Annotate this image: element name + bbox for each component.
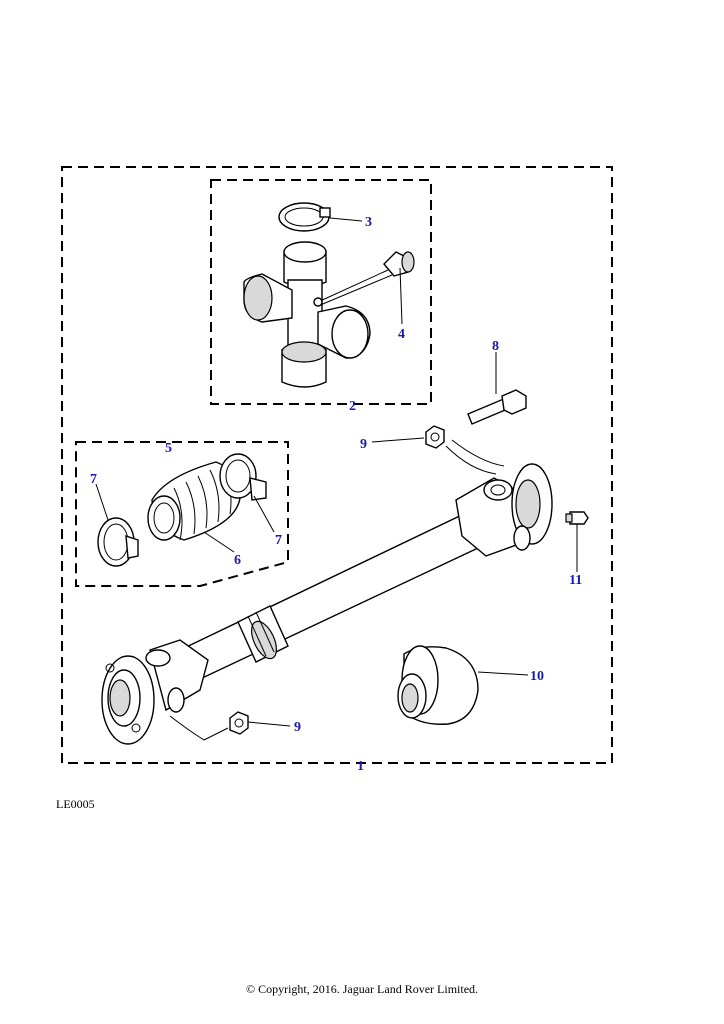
ujoint-kit-boundary [210,179,432,405]
callout-9-lower: 9 [294,720,301,735]
assembly-boundary [61,166,613,764]
gaiter-part[interactable] [147,461,241,541]
callout-9-upper: 9 [360,437,367,452]
callout-4: 4 [398,327,405,342]
callout-3: 3 [365,215,372,230]
grease-nipple-small-part[interactable] [565,511,589,525]
propeller-shaft[interactable] [101,463,553,745]
gaiter-clip-right-part[interactable] [219,453,267,501]
callout-7-left: 7 [90,472,97,487]
callout-8: 8 [492,339,499,354]
callout-2: 2 [349,399,356,414]
nut-upper-part[interactable] [425,425,505,475]
leader-lines [95,217,578,727]
gaiter-kit-boundary [75,441,289,587]
copyright-notice: © Copyright, 2016. Jaguar Land Rover Lim… [245,982,479,996]
callout-6: 6 [234,553,241,568]
callout-5: 5 [165,441,172,456]
callout-7-right: 7 [275,533,282,548]
universal-joint-spider[interactable] [243,241,371,388]
figure-reference: LE0005 [56,797,95,811]
circlip-part[interactable] [278,202,331,232]
callout-11: 11 [569,573,582,588]
callout-1: 1 [357,759,364,774]
bolt-part[interactable] [467,389,527,425]
gaiter-clip-left-part[interactable] [97,517,139,567]
callout-10: 10 [530,669,544,684]
nut-lower-part[interactable] [169,711,249,741]
grease-nipple-part[interactable] [317,251,415,307]
centre-bearing-part[interactable] [397,645,479,725]
